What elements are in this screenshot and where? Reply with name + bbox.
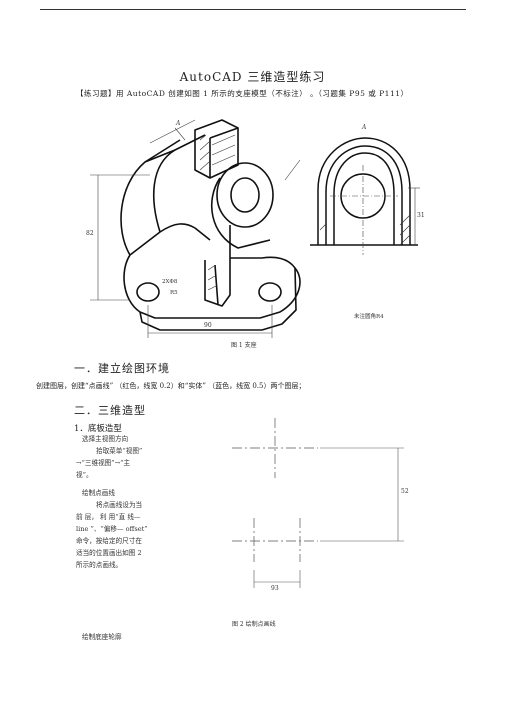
step-line: 拾取菜单“视图” — [96, 447, 143, 455]
dim-82: 82 — [86, 230, 94, 237]
holes-label: 2XΦ8 — [162, 279, 178, 285]
section-marker-left: A — [176, 120, 181, 127]
page-title: AutoCAD 三维造型练习 — [179, 70, 326, 84]
step-line: 所示的点画线。 — [76, 561, 123, 569]
step-line: →“三维视图”→“主 — [76, 459, 131, 467]
fig2-dim-vertical: 52 — [401, 488, 409, 495]
fig2-dim-horizontal: 93 — [271, 585, 279, 592]
step-line: 选择主视图方向 — [82, 435, 129, 443]
section-2-heading: 二．三维造型 — [74, 404, 146, 417]
step-line: line ”、“偏移— offset” — [76, 525, 148, 533]
radius-label: R5 — [170, 290, 178, 296]
step-line: 绘制点画线 — [82, 489, 115, 497]
step-line: 命令，按给定的尺寸在 — [76, 537, 142, 545]
step-line: 前 层， 利 用“直 线— — [76, 513, 141, 521]
figure-2-caption: 图 2 绘制点画线 — [232, 621, 276, 628]
fillet-note: 未注圆角R4 — [354, 314, 384, 320]
header-rule — [40, 9, 466, 10]
dim-90: 90 — [204, 322, 212, 329]
section-1-body: 创建图层，创建“点画线” （红色，线宽 0.2）和“实体” （蓝色，线宽 0.5… — [36, 382, 306, 390]
footer-step: 绘制底座轮廓 — [82, 633, 122, 641]
step-line: 视”。 — [76, 471, 93, 479]
step-line: 适当的位置画出如图 2 — [76, 549, 142, 557]
section-1-heading: 一．建立绘图环境 — [74, 362, 170, 375]
dim-31: 31 — [417, 212, 425, 219]
exercise-intro: 【练习题】用 AutoCAD 创建如图 1 所示的支座模型（不标注） 。（习题集… — [76, 89, 409, 98]
figure-1-caption: 图 1 支座 — [231, 342, 257, 349]
section-marker-right: A — [362, 124, 367, 131]
step-line: 将点画线设为当 — [96, 501, 143, 509]
subsection-heading: 1．底板造型 — [74, 424, 122, 434]
